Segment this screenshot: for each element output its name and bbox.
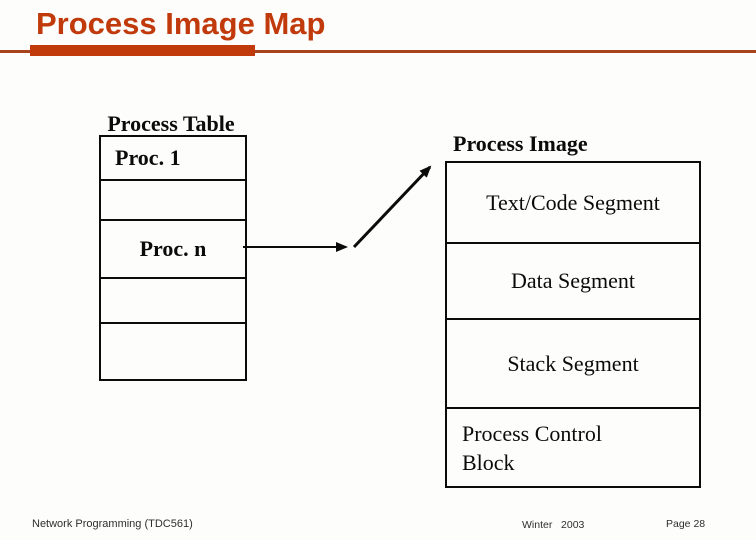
segment-text-code: Text/Code Segment <box>447 163 699 244</box>
footer-page-number: Page 28 <box>666 518 706 530</box>
segment-label: Text/Code Segment <box>486 189 660 215</box>
footer-term: Winter 2003 <box>522 519 585 531</box>
table-row-proc-1: Proc. 1 <box>101 137 245 181</box>
table-row-proc-n: Proc. n <box>101 221 245 279</box>
table-row-label: Proc. 1 <box>115 145 181 170</box>
arrow-diagonal-icon <box>352 165 432 249</box>
table-row-label: Proc. n <box>139 236 207 261</box>
segment-data: Data Segment <box>447 244 699 320</box>
process-image-box: Text/Code Segment Data Segment Stack Seg… <box>445 161 701 488</box>
segment-label: Data Segment <box>510 268 636 293</box>
table-row-empty-1 <box>101 181 245 221</box>
table-row-empty-3 <box>101 324 245 379</box>
segment-process-control-block: Process Control Block <box>447 409 699 486</box>
process-image-label: Process Image <box>453 131 588 156</box>
table-row-empty-2 <box>101 279 245 324</box>
process-table-label: Process Table <box>107 111 235 136</box>
segment-label: Process Control Block <box>462 420 602 475</box>
process-table-box: Proc. 1 Proc. n <box>99 135 247 381</box>
title-rule-accent-bar <box>30 45 255 56</box>
title-rule-line <box>0 50 756 53</box>
slide-title: Process Image Map <box>36 6 326 41</box>
segment-label: Stack Segment <box>507 350 639 376</box>
segment-stack: Stack Segment <box>447 320 699 409</box>
footer-course: Network Programming (TDC561) <box>32 518 193 530</box>
